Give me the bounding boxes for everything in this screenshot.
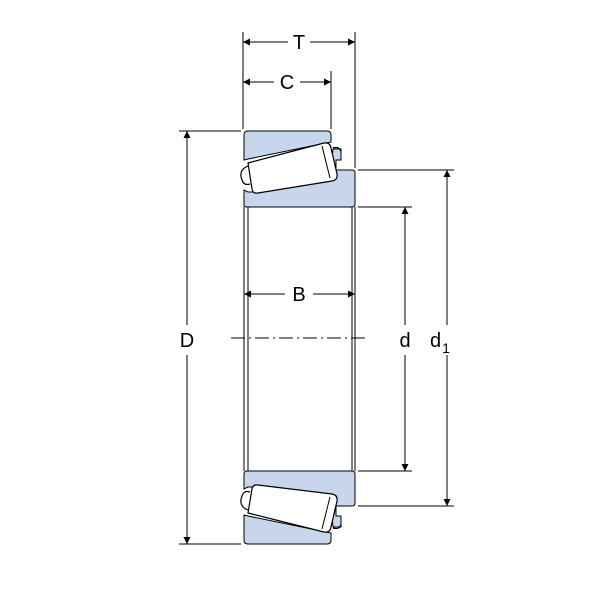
inner-ring-top — [243, 148, 356, 208]
roller-top-edge — [321, 145, 331, 179]
bore-outline — [243, 207, 356, 471]
cage-top-right — [332, 146, 342, 153]
roller-bottom-edge — [321, 496, 331, 530]
label-d1: d1 — [430, 330, 450, 356]
label-B: B — [292, 284, 305, 306]
cage-top-left — [240, 165, 251, 186]
label-C: C — [280, 72, 294, 94]
lower-section — [240, 470, 356, 545]
label-d1-sub: 1 — [442, 340, 450, 356]
label-T: T — [293, 32, 305, 54]
inner-ring-bottom — [243, 470, 356, 528]
outer-ring-bottom — [243, 514, 332, 545]
roller-top — [247, 142, 338, 194]
label-d1-main: d — [430, 330, 441, 352]
label-d: d — [399, 330, 410, 352]
upper-section — [240, 130, 356, 208]
label-D: D — [180, 330, 194, 352]
outer-ring-top — [243, 130, 332, 161]
cage-bottom-right — [332, 523, 342, 530]
roller-bottom — [247, 484, 338, 533]
dimension-lines — [183, 38, 451, 544]
cage-bottom-left — [240, 490, 251, 511]
extension-lines — [179, 32, 454, 545]
